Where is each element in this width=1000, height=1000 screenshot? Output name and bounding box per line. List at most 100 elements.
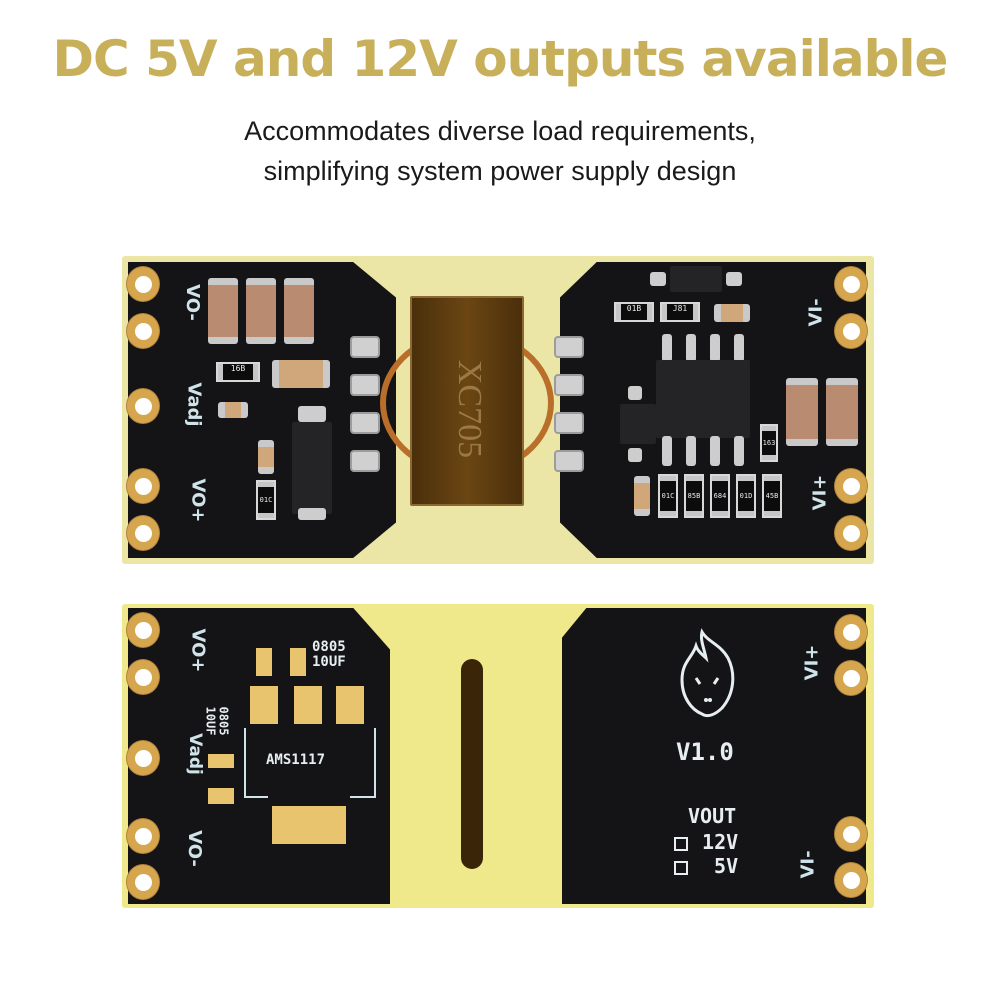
capacitor — [272, 360, 330, 388]
ic-lead — [686, 436, 696, 466]
side-cap-label: 0805 10UF — [203, 706, 231, 736]
subtitle-line-2: simplifying system power supply design — [263, 156, 737, 186]
label-vi-minus: VI- — [805, 298, 827, 327]
pad-vo-minus-1 — [126, 818, 160, 854]
label-vi-plus: VI+ — [801, 644, 823, 681]
transformer-pin — [554, 412, 584, 434]
label-vo-minus: VO- — [183, 830, 205, 867]
capacitor — [218, 402, 248, 418]
resistor: J81 — [660, 302, 700, 322]
resistor: 85B — [684, 474, 704, 518]
vout-option-5v[interactable]: 5V — [674, 854, 738, 878]
pad-vo-plus-2 — [126, 515, 160, 551]
capacitor — [634, 476, 650, 516]
pad-vi-plus-1 — [834, 614, 868, 650]
regulator-tab-pad — [272, 806, 346, 844]
solder-pad — [208, 788, 234, 804]
resistor: 684 — [710, 474, 730, 518]
jumper-pad-12v[interactable] — [674, 836, 688, 851]
side-cap-size: 0805 — [216, 706, 231, 736]
pad-vi-minus-2 — [834, 862, 868, 898]
pad-vo-plus-1 — [126, 612, 160, 648]
diode-pad — [726, 272, 742, 286]
silkscreen-outline — [244, 796, 268, 798]
regulator-label: AMS1117 — [266, 752, 326, 768]
isolation-slot — [461, 659, 483, 869]
label-vadj: Vadj — [183, 382, 205, 427]
label-vadj: Vadj — [184, 733, 205, 775]
transformer-pin — [554, 336, 584, 358]
transistor — [620, 404, 656, 444]
resistor: 01D — [736, 474, 756, 518]
input-section-silk: V1.0 VOUT 12V 5V VI+ VI- — [562, 608, 866, 904]
pad-vi-plus-2 — [834, 660, 868, 696]
label-vi-plus: VI+ — [809, 474, 831, 511]
capacitor — [714, 304, 750, 322]
capacitor — [246, 278, 276, 344]
solder-pad — [290, 648, 306, 676]
ic-tab — [298, 406, 326, 422]
transformer-pin — [350, 374, 380, 396]
resistor: 45B — [762, 474, 782, 518]
pad-vi-plus-2 — [834, 515, 868, 551]
pcb-bottom-view: VO+ Vadj VO- 0805 10UF 0805 10UF AMS1117… — [122, 604, 874, 908]
resistor: 01C — [658, 474, 678, 518]
transistor-pad — [628, 448, 642, 462]
pad-vo-minus-2 — [126, 313, 160, 349]
transistor-pad — [628, 386, 642, 400]
pad-vo-plus-1 — [126, 468, 160, 504]
flame-mascot-logo-icon — [680, 628, 735, 718]
ic-lead — [734, 436, 744, 466]
pad-vadj — [126, 388, 160, 424]
pad-vi-plus-1 — [834, 468, 868, 504]
pad-vo-plus-2 — [126, 659, 160, 695]
vout-option-12v[interactable]: 12V — [674, 830, 738, 854]
controller-ic — [656, 360, 750, 438]
top-cap-label: 0805 10UF — [312, 640, 346, 670]
pad-vo-minus-1 — [126, 266, 160, 302]
vout-12v-text: 12V — [702, 830, 739, 854]
vout-label: VOUT — [688, 804, 737, 828]
pcb-top-view: VO- Vadj VO+ VI- VI+ 16B 01C XC705 01B J… — [122, 256, 874, 564]
regulator-ic — [292, 422, 332, 514]
transformer-pin — [350, 450, 380, 472]
label-vo-plus: VO+ — [187, 628, 209, 673]
resistor: 01B — [614, 302, 654, 322]
vout-5v-text: 5V — [714, 854, 739, 878]
transformer-pin — [350, 412, 380, 434]
capacitor — [258, 440, 274, 474]
regulator-pad — [250, 686, 278, 724]
input-section-mask — [562, 608, 866, 904]
top-cap-value: 10UF — [312, 654, 346, 670]
ic-lead — [710, 436, 720, 466]
input-capacitor — [826, 378, 858, 446]
top-cap-size: 0805 — [312, 639, 346, 655]
ic-lead — [662, 436, 672, 466]
diode — [670, 266, 722, 292]
silkscreen-outline — [350, 796, 374, 798]
diode-pad — [650, 272, 666, 286]
silkscreen-outline — [374, 728, 376, 798]
resistor: 16B — [216, 362, 260, 382]
transformer-pin — [350, 336, 380, 358]
resistor: 163 — [760, 424, 778, 462]
jumper-pad-5v[interactable] — [674, 860, 688, 875]
regulator-pad — [294, 686, 322, 724]
pad-vi-minus-1 — [834, 816, 868, 852]
ic-lead — [686, 334, 696, 362]
resistor: 01C — [256, 480, 276, 520]
input-capacitor — [786, 378, 818, 446]
pad-vadj — [126, 740, 160, 776]
version-label: V1.0 — [676, 738, 734, 766]
transformer: XC705 — [410, 296, 524, 506]
ic-lead — [662, 334, 672, 362]
ic-lead — [298, 508, 326, 520]
transformer-pin — [554, 450, 584, 472]
label-vi-minus: VI- — [797, 850, 819, 879]
subtitle-line-1: Accommodates diverse load requirements, — [244, 116, 756, 146]
solder-pad — [208, 754, 234, 768]
headline: DC 5V and 12V outputs available — [52, 30, 949, 88]
regulator-pad — [336, 686, 364, 724]
pad-vi-minus-1 — [834, 266, 868, 302]
label-vo-plus: VO+ — [187, 478, 209, 523]
